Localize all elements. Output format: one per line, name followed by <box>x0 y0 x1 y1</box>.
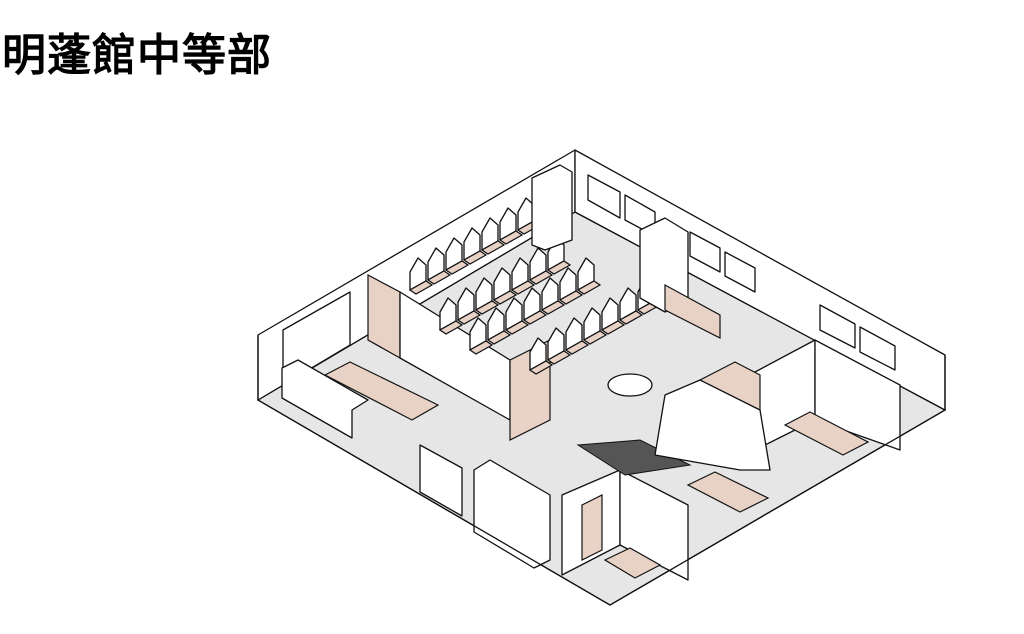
office-desk <box>783 411 870 456</box>
carrel-desk <box>522 310 548 325</box>
carrel-desk <box>444 260 470 275</box>
carrel-desk <box>576 280 602 295</box>
carrel-desk <box>564 340 590 355</box>
carrel-desk <box>558 290 584 305</box>
meeting-table <box>603 547 662 579</box>
floor-edge <box>257 335 946 606</box>
door-panel <box>419 444 463 517</box>
carrel-desk <box>546 350 572 365</box>
carrel-desk <box>546 260 572 275</box>
carrel-desk <box>618 310 644 325</box>
carrel-desk <box>438 320 464 335</box>
carrel-desk <box>474 300 500 315</box>
study-carrels <box>408 197 662 375</box>
lockers <box>473 459 551 569</box>
shelf-unit <box>281 359 369 439</box>
carrel-desk <box>492 290 518 305</box>
carrel-desk <box>462 250 488 265</box>
carrel-desk <box>540 300 566 315</box>
round-table <box>607 373 653 397</box>
carrel-desk <box>498 230 524 245</box>
carrel-desk <box>486 330 512 345</box>
carrel-desk <box>528 360 554 375</box>
carrel-desk <box>456 310 482 325</box>
office-wall-right <box>814 339 901 451</box>
carrel-desk <box>504 320 530 335</box>
page-title: 明蓬館中等部 <box>2 30 272 81</box>
slatted-canopy <box>576 439 692 476</box>
door <box>581 494 603 561</box>
desk-row <box>686 471 770 513</box>
carrel-desk <box>510 280 536 295</box>
tall-cabinet <box>531 164 573 251</box>
carrel-desk <box>408 280 434 295</box>
pillar <box>654 379 771 471</box>
carrel-desk <box>528 270 554 285</box>
carrel-desk <box>600 320 626 335</box>
carrel-desk <box>582 330 608 345</box>
carrel-desk <box>426 270 452 285</box>
cabinet-pink <box>664 283 721 339</box>
long-table <box>323 361 440 421</box>
carrel-desk <box>480 240 506 255</box>
carrel-desk <box>468 340 494 355</box>
